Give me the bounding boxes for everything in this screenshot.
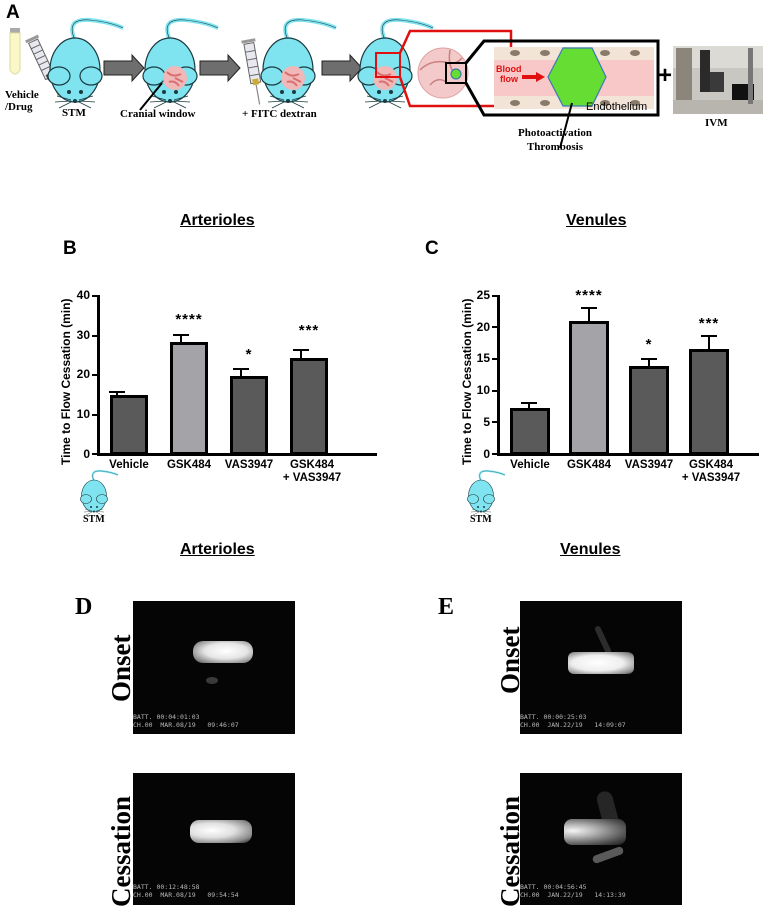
photoactivation-label: Photoactivation — [518, 127, 592, 139]
panel-a-letter: A — [6, 2, 20, 23]
micrograph-arteriole-cessation: BATT. 00:12:48:58 CH.00 MAR.08/19 09:54:… — [133, 773, 295, 905]
y-tick: 0 — [483, 447, 490, 461]
significance-marker: **** — [175, 311, 203, 328]
y-tick: 0 — [83, 447, 90, 461]
x-category: GSK484 — [166, 459, 212, 471]
osd-timestamp: BATT. 00:00:25:03 CH.00 JAN.22/19 14:09:… — [520, 713, 626, 729]
significance-marker: * — [245, 346, 253, 363]
zoom-region-black — [445, 62, 467, 84]
significance-marker: **** — [575, 287, 603, 304]
photoactivation-pointer — [559, 102, 573, 149]
stm-label-c: STM — [470, 514, 492, 525]
vehicle-label: Vehicle — [5, 89, 39, 101]
blood-flow-arrow-icon — [522, 72, 545, 82]
x-category: VAS3947 — [624, 459, 674, 471]
bar-gsk484-vas3947 — [290, 358, 328, 455]
y-axis — [497, 295, 500, 456]
bar-gsk484 — [569, 321, 609, 455]
plus-sign: + — [658, 62, 673, 89]
bar-vehicle — [510, 408, 550, 455]
osd-timestamp: BATT. 00:12:48:58 CH.00 MAR.08/19 09:54:… — [133, 883, 239, 899]
x-category: GSK484+ VAS3947 — [681, 459, 741, 484]
drug-label: /Drug — [5, 101, 33, 113]
endothelium-label: Endothelium — [586, 101, 648, 113]
y-tick: 30 — [76, 328, 90, 342]
vehicle-drug-label: Vehicle /Drug — [5, 89, 39, 113]
stm-label-b: STM — [83, 514, 105, 525]
syringe-icon — [241, 38, 262, 105]
x-category: GSK484+ VAS3947 — [282, 459, 342, 484]
micrograph-venule-onset: BATT. 00:00:25:03 CH.00 JAN.22/19 14:09:… — [520, 601, 682, 734]
x-category: VAS3947 — [224, 459, 274, 471]
mouse-stm-icon — [466, 469, 505, 516]
zoom-frame-black — [464, 39, 660, 117]
ivm-microscope-photo — [673, 46, 763, 114]
y-tick: 20 — [476, 320, 490, 334]
y-axis — [97, 295, 100, 456]
stm-label: STM — [62, 107, 86, 119]
significance-marker: *** — [298, 322, 320, 339]
micrograph-venule-cessation: BATT. 00:04:56:45 CH.00 JAN.22/19 14:13:… — [520, 773, 682, 905]
osd-timestamp: BATT. 00:04:56:45 CH.00 JAN.22/19 14:13:… — [520, 883, 626, 899]
mouse-stm-icon — [79, 469, 118, 516]
significance-marker: * — [645, 336, 653, 353]
blood-label: Blood — [496, 64, 522, 74]
bar-vas3947 — [629, 366, 669, 455]
panel-d-letter: D — [75, 594, 93, 620]
thrombosis-label: Thrombosis — [526, 141, 583, 153]
y-tick: 10 — [76, 407, 90, 421]
bar-gsk484 — [170, 342, 208, 455]
chart-arterioles: Time to Flow Cessation (min) 0 10 20 30 … — [0, 0, 400, 540]
drug-tube-icon — [9, 28, 21, 75]
zoom-region-red — [375, 52, 401, 78]
x-category: Vehicle — [510, 459, 550, 471]
y-axis-label: Time to Flow Cessation (min) — [460, 298, 474, 465]
cranial-window-label: Cranial window — [120, 108, 196, 120]
bar-vas3947 — [230, 376, 268, 455]
panel-b-letter: B — [63, 238, 77, 259]
x-category: GSK484 — [566, 459, 612, 471]
panel-c-title: Venules — [566, 212, 627, 229]
y-tick: 20 — [76, 367, 90, 381]
cranial-window-pointer — [139, 82, 163, 111]
panel-c-letter: C — [425, 238, 439, 259]
bar-gsk484-vas3947 — [689, 349, 729, 455]
y-tick: 25 — [476, 288, 490, 302]
panel-d-title: Arterioles — [180, 541, 255, 558]
ivm-label: IVM — [705, 117, 728, 129]
photoactivation-thrombosis-label: Photoactivation Thrombosis — [518, 126, 592, 154]
panel-e-letter: E — [438, 594, 455, 620]
fitc-dextran-label: + FITC dextran — [242, 108, 317, 120]
brain-surface — [417, 47, 469, 99]
x-category: Vehicle — [109, 459, 149, 471]
x-axis — [497, 453, 759, 456]
panel-e-title: Venules — [560, 541, 621, 558]
workflow-schematic — [9, 17, 763, 149]
bar-vehicle — [110, 395, 148, 455]
y-tick: 10 — [476, 383, 490, 397]
significance-marker: *** — [698, 315, 720, 332]
y-axis-label: Time to Flow Cessation (min) — [59, 298, 73, 465]
osd-timestamp: BATT. 00:04:01:03 CH.00 MAR.08/19 09:46:… — [133, 713, 239, 729]
thrombus-hexagon — [547, 47, 607, 107]
micrograph-arteriole-onset: BATT. 00:04:01:03 CH.00 MAR.08/19 09:46:… — [133, 601, 295, 734]
y-tick: 40 — [76, 288, 90, 302]
blood-flow-label: Blood flow — [496, 64, 522, 84]
panel-b-title: Arterioles — [180, 212, 255, 229]
y-tick: 15 — [476, 351, 490, 365]
y-tick: 5 — [483, 415, 490, 429]
flow-label: flow — [500, 74, 518, 84]
